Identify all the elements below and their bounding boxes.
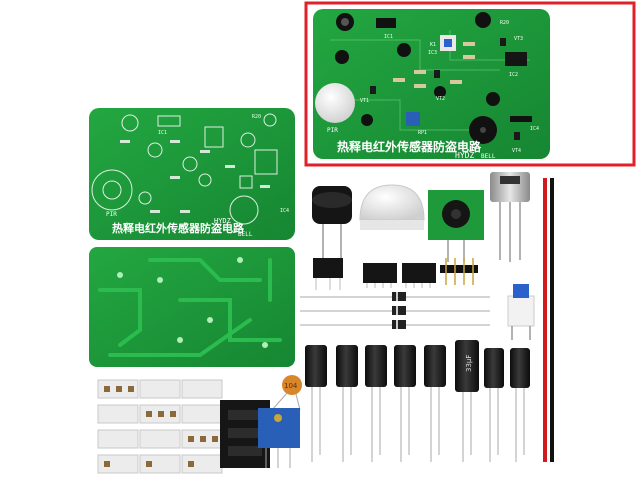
pcb-front-label-ic4: IC4 xyxy=(280,208,289,214)
ic-chips xyxy=(313,258,436,290)
smd-components xyxy=(97,379,223,474)
ceramic-cap-label: 104 xyxy=(284,382,298,390)
pcb-front-label-r20: R20 xyxy=(252,114,261,120)
inset-label-bell: BELL xyxy=(481,153,496,160)
inset-label-ic4: IC4 xyxy=(530,126,539,132)
inset-label-k1: K1 xyxy=(430,42,436,48)
pcb-front: 热释电红外传感器防盗电路 HYDZ PIR BELL IC1 IC4 R20 xyxy=(89,108,295,240)
inset-pir-sensor xyxy=(315,83,355,123)
pcb-back-board xyxy=(89,247,295,367)
inset-label-vt3: VT3 xyxy=(514,36,523,42)
inset-label-vt4: VT4 xyxy=(512,148,521,154)
pcb-front-label-ic1: IC1 xyxy=(158,130,167,136)
capacitor-marking: 33µF xyxy=(465,355,473,372)
pyroelectric-sensor xyxy=(490,172,530,262)
pcb-front-title: 热释电红外传感器防盗电路 xyxy=(112,221,245,235)
pcb-front-label-pir: PIR xyxy=(106,211,117,218)
inset-label-ic3: IC3 xyxy=(428,50,437,56)
inset-board: 热释电红外传感器防盗电路 HYDZ PIR BELL IC1 IC2 IC3 I… xyxy=(304,1,636,167)
inset-label-r20: R20 xyxy=(500,20,509,26)
power-wires xyxy=(543,178,554,462)
inset-label-ic2: IC2 xyxy=(509,72,518,78)
pin-header xyxy=(440,258,478,285)
pcb-front-brand: HYDZ xyxy=(214,217,231,225)
resistors-diodes xyxy=(300,292,490,329)
inset-label-ic1: IC1 xyxy=(384,34,393,40)
fresnel-lens xyxy=(359,184,425,230)
ceramic-capacitor: 104 xyxy=(271,375,302,411)
buzzer xyxy=(312,186,352,258)
inset-label-vt2: VT2 xyxy=(436,96,445,102)
inset-board-brand: HYDZ xyxy=(455,151,474,160)
inset-label-vt1: VT1 xyxy=(360,98,369,104)
pcb-front-board xyxy=(89,108,295,240)
trimmer-potentiometer xyxy=(258,408,300,468)
inset-label-pir: PIR xyxy=(327,127,338,134)
pcb-back xyxy=(89,247,295,367)
inset-label-rp1: RP1 xyxy=(418,130,427,136)
electrolytic-capacitors: 33µF xyxy=(305,340,530,462)
inset-board-title: 热释电红外传感器防盗电路 xyxy=(337,139,482,154)
pcb-front-label-bell: BELL xyxy=(238,231,253,238)
pir-module xyxy=(428,190,484,262)
push-button xyxy=(507,284,535,340)
